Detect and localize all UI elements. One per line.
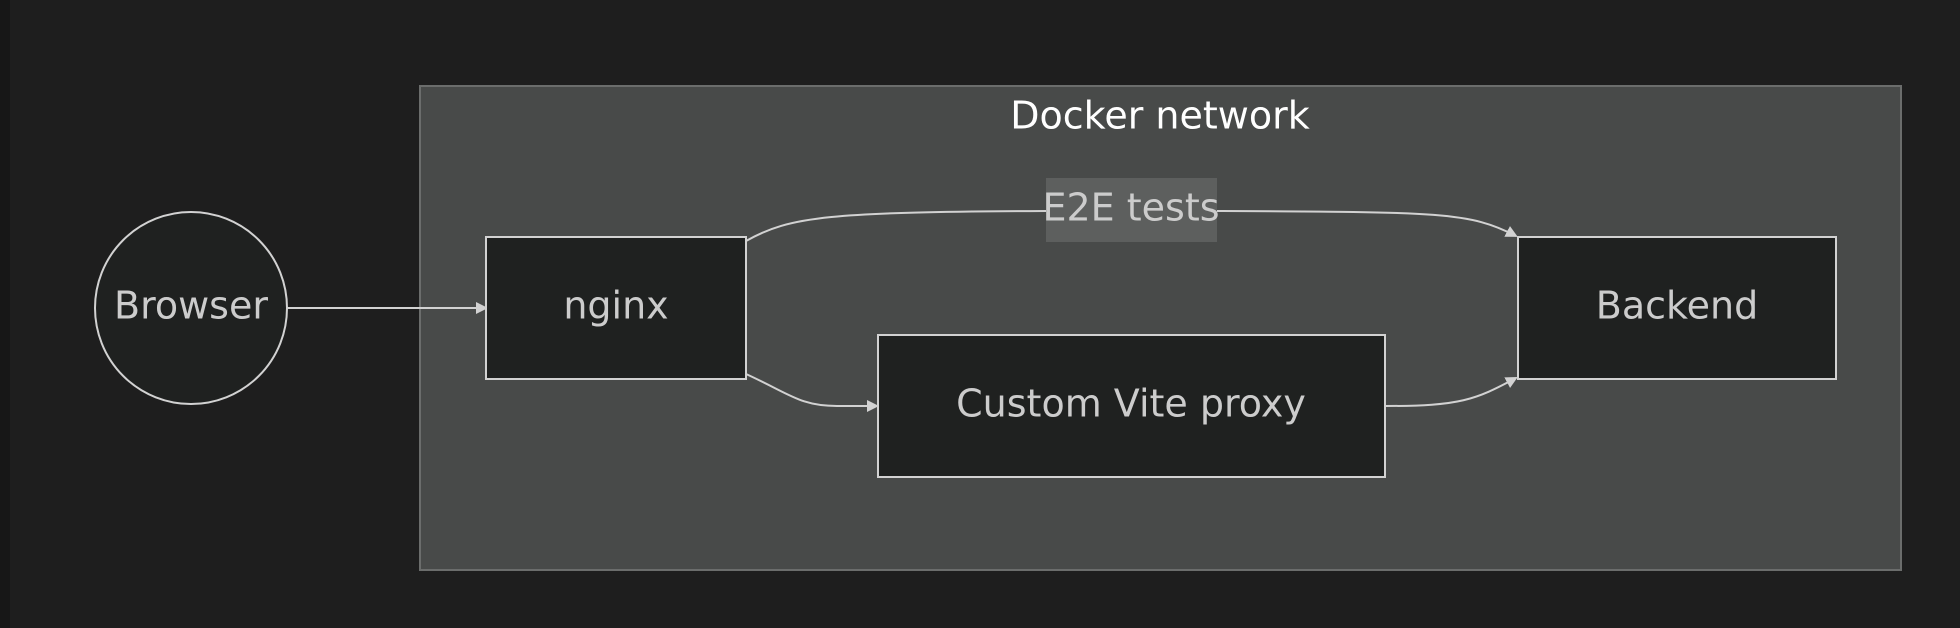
backend-box [1517,236,1837,380]
nginx-box [485,236,747,380]
backend-label: Backend [1596,284,1758,328]
edge-vite-proxy-to-backend [1385,377,1518,407]
nginx-label: nginx [563,284,668,328]
edge-nginx-to-vite-proxy [745,373,879,412]
edge-label-text: E2E tests [1042,186,1219,230]
edge-label-e2e: E2E tests [1042,178,1220,242]
node-backend[interactable]: Backend [1517,236,1837,380]
node-browser[interactable]: Browser [94,211,288,405]
docker-network-title: Docker network [1010,94,1309,138]
vite-proxy-box [877,334,1386,478]
edge-label-background [1046,178,1217,242]
node-nginx[interactable]: nginx [485,236,747,380]
node-vite-proxy[interactable]: Custom Vite proxy [877,334,1386,478]
browser-label: Browser [114,284,268,328]
left-edge-strip [0,0,10,628]
vite-proxy-label: Custom Vite proxy [956,382,1306,426]
browser-circle [94,211,288,405]
